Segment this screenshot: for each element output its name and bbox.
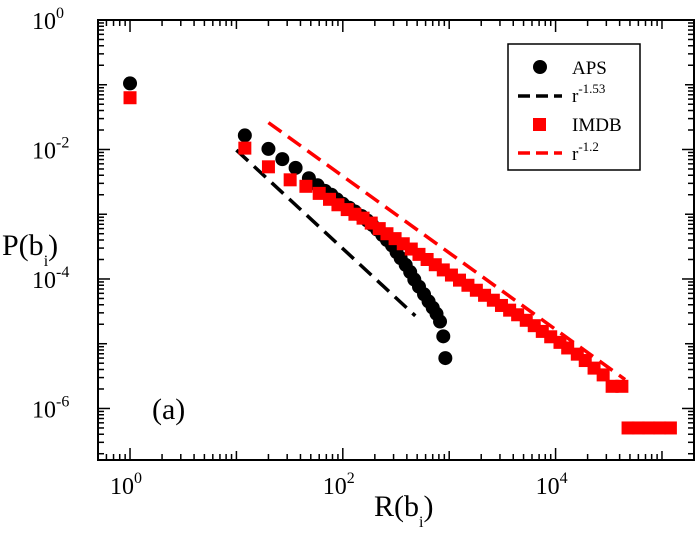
imdb-point — [123, 91, 137, 105]
x-tick-label: 100 — [110, 470, 142, 500]
imdb-point — [621, 421, 635, 435]
panel-label: (a) — [152, 393, 185, 426]
aps-point — [123, 76, 138, 91]
legend-label-imdb: IMDB — [572, 115, 622, 136]
y-tick-label: 10-4 — [32, 264, 69, 294]
imdb-point — [283, 173, 297, 187]
x-axis-label-subscript: i — [419, 514, 424, 531]
legend-marker-imdb — [533, 118, 546, 131]
legend: APS r-1.53 IMDB r-1.2 — [507, 43, 641, 171]
aps-point — [261, 141, 276, 156]
legend-box — [507, 43, 641, 171]
aps-point — [436, 329, 451, 344]
aps-fit-line — [235, 148, 417, 318]
imdb-point — [605, 379, 619, 393]
y-axis-label-tail: ) — [48, 229, 58, 262]
y-axis-label-base: P(b — [2, 229, 44, 262]
aps-point — [433, 314, 448, 329]
imdb-point — [596, 368, 610, 382]
aps-point — [275, 152, 290, 167]
aps-point — [288, 160, 303, 175]
imdb-point — [238, 141, 252, 155]
imdb-point — [653, 421, 667, 435]
aps-point — [438, 351, 453, 366]
x-tick-label: 102 — [323, 470, 355, 500]
y-axis-label: P(bi) — [2, 229, 58, 270]
x-axis-label-base: R(b — [374, 490, 419, 523]
x-tick-label: 104 — [536, 470, 568, 500]
imdb-point — [663, 421, 677, 435]
imdb-point — [642, 421, 656, 435]
legend-label-imdb-fit-base: r — [572, 144, 579, 165]
imdb-point — [261, 160, 275, 174]
y-tick-label: 100 — [32, 5, 64, 35]
legend-marker-aps — [533, 60, 547, 74]
y-axis-label-subscript: i — [44, 253, 49, 270]
legend-label-imdb-fit-exp: -1.2 — [578, 139, 599, 154]
imdb-point — [312, 186, 326, 200]
y-tick-label: 10-6 — [32, 393, 69, 423]
imdb-point — [631, 421, 645, 435]
aps-point — [237, 128, 252, 143]
legend-label-aps-fit: r-1.53 — [572, 81, 605, 107]
y-tick-label: 10-2 — [32, 134, 69, 164]
imdb-point — [299, 179, 313, 193]
y-tick-labels: 100 10-2 10-4 10-6 — [32, 5, 69, 423]
imdb-point — [615, 379, 629, 393]
x-axis-label: R(bi) — [374, 490, 433, 531]
data-series — [123, 76, 677, 435]
legend-label-aps-fit-exp: -1.53 — [578, 81, 605, 96]
legend-label-aps: APS — [572, 58, 607, 79]
legend-label-aps-fit-base: r — [572, 86, 579, 107]
axis-ticks — [97, 19, 695, 460]
x-tick-labels: 100 102 104 — [110, 470, 568, 500]
legend-label-imdb-fit: r-1.2 — [572, 139, 599, 165]
x-axis-label-tail: ) — [423, 490, 433, 523]
